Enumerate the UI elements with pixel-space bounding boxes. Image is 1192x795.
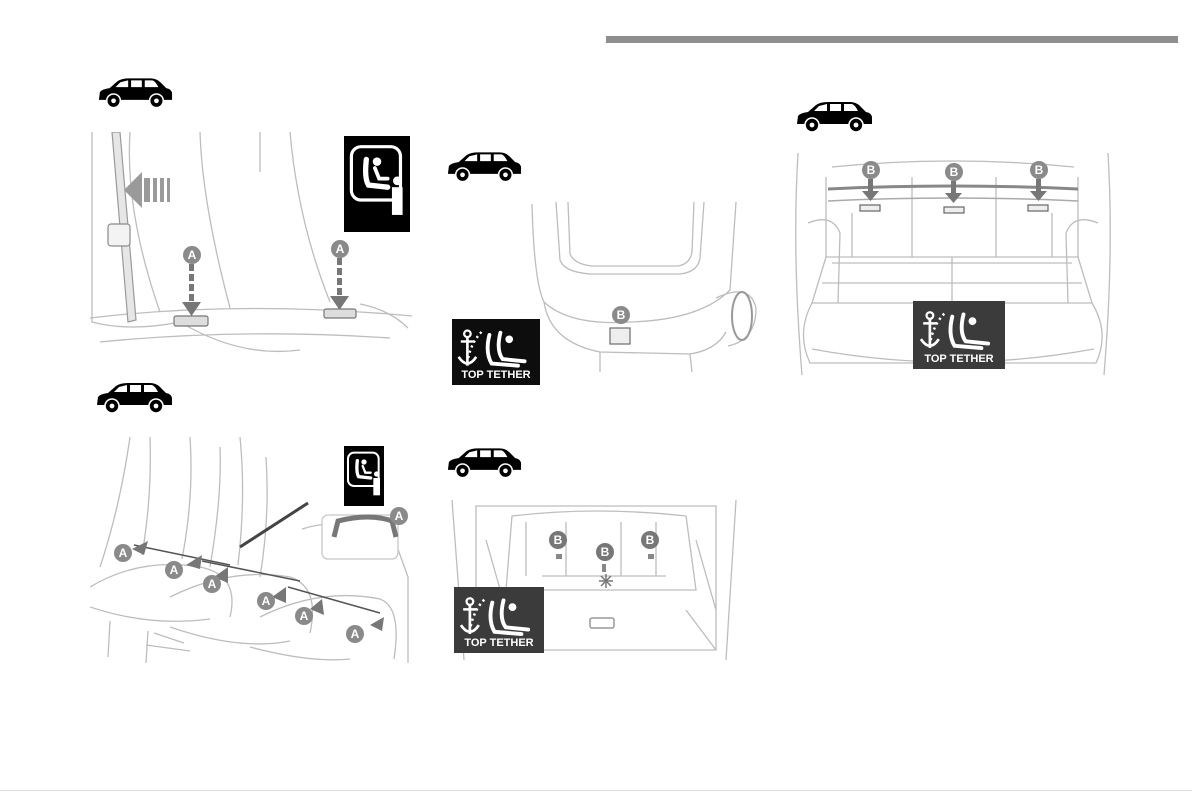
callout-anchor-b: B xyxy=(1030,161,1048,179)
callout-anchor-a: A xyxy=(257,592,275,610)
car-silhouette-icon xyxy=(445,150,523,184)
callout-anchor-a: A xyxy=(295,607,313,625)
top-tether-icon: TOP TETHER xyxy=(454,587,544,653)
page-bottom-rule xyxy=(0,790,1192,791)
callout-anchor-b: B xyxy=(549,531,567,549)
section-header-bar xyxy=(606,36,1178,43)
callout-anchor-b: B xyxy=(612,306,630,324)
callout-anchor-a: A xyxy=(183,246,201,264)
car-silhouette-icon xyxy=(96,76,174,110)
top-tether-icon: TOP TETHER xyxy=(913,301,1005,369)
car-silhouette-icon xyxy=(794,100,874,134)
car-silhouette-icon xyxy=(94,381,174,415)
isofix-seat-icon xyxy=(344,446,384,506)
callout-anchor-b: B xyxy=(945,163,963,181)
callout-anchor-b: B xyxy=(641,531,659,549)
top-tether-seatback-illustration: B xyxy=(530,202,758,376)
callout-anchor-a: A xyxy=(346,625,364,643)
car-silhouette-icon xyxy=(445,446,523,480)
callout-anchor-b: B xyxy=(596,543,614,561)
callout-anchor-a: A xyxy=(331,240,349,258)
top-tether-label: TOP TETHER xyxy=(913,353,1005,365)
callout-anchor-a: A xyxy=(114,544,132,562)
callout-anchor-b: B xyxy=(862,161,880,179)
top-tether-label: TOP TETHER xyxy=(454,637,544,649)
callout-anchor-a: A xyxy=(390,507,408,525)
isofix-seat-icon xyxy=(344,136,410,232)
top-tether-label: TOP TETHER xyxy=(452,369,540,381)
callout-anchor-a: A xyxy=(203,575,221,593)
callout-anchor-a: A xyxy=(165,561,183,579)
top-tether-icon: TOP TETHER xyxy=(452,319,540,385)
